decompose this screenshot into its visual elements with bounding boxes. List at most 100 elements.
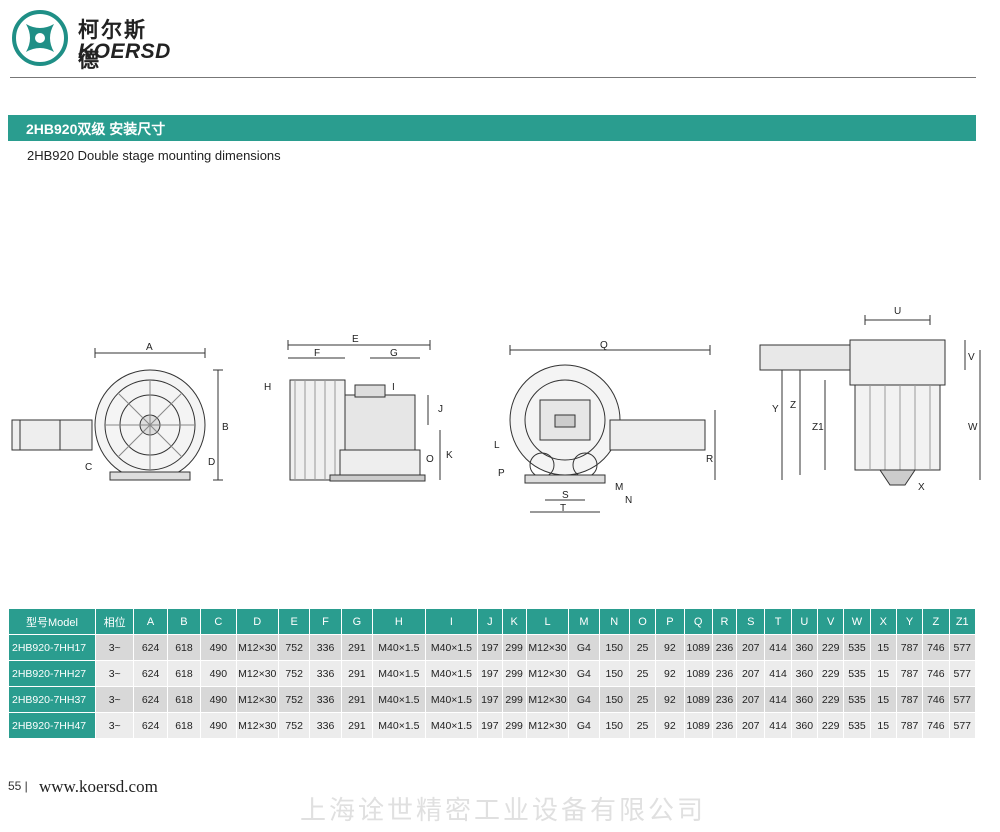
header-K: K xyxy=(501,608,527,635)
table-cell: 535 xyxy=(843,634,871,661)
table-cell: M12×30 xyxy=(235,686,280,713)
dim-label-P: P xyxy=(498,468,505,479)
header-M: M xyxy=(568,608,600,635)
table-cell: 577 xyxy=(948,686,976,713)
dim-label-O: O xyxy=(426,454,434,465)
table-cell: 197 xyxy=(477,660,503,687)
dim-label-L: L xyxy=(494,440,500,451)
table-cell: 618 xyxy=(166,660,202,687)
table-cell: 360 xyxy=(790,660,819,687)
table-cell: M12×30 xyxy=(235,660,280,687)
table-cell: 787 xyxy=(895,712,924,739)
header-divider xyxy=(10,77,976,78)
table-cell: 618 xyxy=(166,712,202,739)
header-Q: Q xyxy=(683,608,713,635)
header-S: S xyxy=(736,608,766,635)
table-cell: M40×1.5 xyxy=(372,686,426,713)
table-cell: 3~ xyxy=(94,634,135,661)
dim-label-J: J xyxy=(438,404,443,415)
table-cell: 25 xyxy=(628,660,657,687)
header-T: T xyxy=(764,608,792,635)
table-cell: 15 xyxy=(869,634,897,661)
table-cell: 746 xyxy=(922,634,950,661)
table-cell: 577 xyxy=(948,634,976,661)
table-cell: M40×1.5 xyxy=(424,660,479,687)
table-cell: 336 xyxy=(309,686,342,713)
website-link[interactable]: www.koersd.com xyxy=(39,777,158,796)
header-Y: Y xyxy=(895,608,924,635)
table-cell: 414 xyxy=(764,686,792,713)
table-cell: 787 xyxy=(895,634,924,661)
table-cell: M12×30 xyxy=(525,634,570,661)
table-cell: 535 xyxy=(843,660,871,687)
table-cell: 624 xyxy=(133,634,168,661)
dim-label-K: K xyxy=(446,450,453,461)
table-cell: 624 xyxy=(133,712,168,739)
table-cell: 291 xyxy=(340,686,374,713)
table-cell: M12×30 xyxy=(525,660,570,687)
table-cell: 15 xyxy=(869,712,897,739)
dim-label-Q: Q xyxy=(600,340,608,351)
table-cell: 25 xyxy=(628,634,657,661)
table-cell: 197 xyxy=(477,686,503,713)
dim-label-G: G xyxy=(390,348,398,359)
table-cell: 236 xyxy=(711,686,738,713)
brand-name-cn: 柯尔斯德 xyxy=(78,17,147,72)
table-cell: M40×1.5 xyxy=(424,712,479,739)
brand-logo: 柯尔斯德 KOERSD xyxy=(12,10,170,72)
header-J: J xyxy=(477,608,503,635)
table-cell: 1089 xyxy=(683,660,713,687)
table-cell: 229 xyxy=(817,634,845,661)
header-Z: Z xyxy=(922,608,950,635)
table-cell: 624 xyxy=(133,660,168,687)
table-cell: 752 xyxy=(278,660,311,687)
header-E: E xyxy=(278,608,311,635)
table-cell: 624 xyxy=(133,686,168,713)
table-cell: 207 xyxy=(736,686,766,713)
table-cell: M40×1.5 xyxy=(372,634,426,661)
table-cell: 746 xyxy=(922,686,950,713)
table-cell: 746 xyxy=(922,660,950,687)
header-D: D xyxy=(235,608,280,635)
table-cell: 3~ xyxy=(94,660,135,687)
table-cell: M12×30 xyxy=(525,686,570,713)
header-C: C xyxy=(200,608,237,635)
dim-label-Z1: Z1 xyxy=(812,422,824,433)
table-cell: 618 xyxy=(166,686,202,713)
table-cell: M12×30 xyxy=(235,634,280,661)
table-cell: 746 xyxy=(922,712,950,739)
rear-view-drawing xyxy=(509,345,716,513)
mounting-dimension-drawings: A B C D E F G H I J K O Q L P R S T M N … xyxy=(11,306,981,514)
table-cell: 25 xyxy=(628,712,657,739)
table-cell: 150 xyxy=(598,660,630,687)
table-cell: 197 xyxy=(477,634,503,661)
table-cell: M12×30 xyxy=(525,712,570,739)
header-P: P xyxy=(655,608,685,635)
table-cell: 752 xyxy=(278,712,311,739)
dim-label-V: V xyxy=(968,352,975,363)
table-cell: 787 xyxy=(895,686,924,713)
header-G: G xyxy=(340,608,374,635)
table-cell: 1089 xyxy=(683,686,713,713)
header-V: V xyxy=(817,608,845,635)
table-cell: 490 xyxy=(200,660,237,687)
header-model: 型号Model xyxy=(8,608,96,635)
table-cell: 360 xyxy=(790,686,819,713)
table-cell: 299 xyxy=(501,634,527,661)
header-B: B xyxy=(166,608,202,635)
company-watermark: 上海诠世精密工业设备有限公司 xyxy=(300,795,707,825)
table-cell: 207 xyxy=(736,712,766,739)
table-cell: 577 xyxy=(948,712,976,739)
dim-label-F: F xyxy=(314,348,320,359)
table-cell: 414 xyxy=(764,660,792,687)
header-phase: 相位 xyxy=(94,608,135,635)
header-N: N xyxy=(598,608,630,635)
dim-label-C: C xyxy=(85,462,92,473)
table-cell: M40×1.5 xyxy=(372,660,426,687)
table-cell: 207 xyxy=(736,660,766,687)
table-cell: 490 xyxy=(200,712,237,739)
dim-label-M: M xyxy=(615,482,623,493)
